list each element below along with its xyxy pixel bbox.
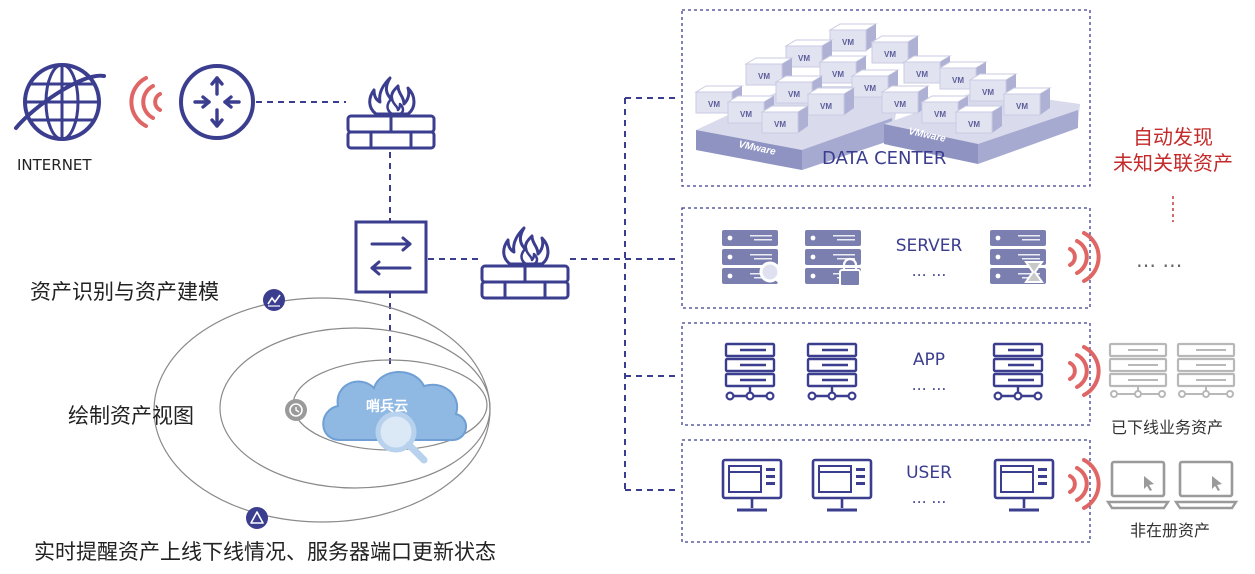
signal-icon	[1068, 458, 1101, 510]
asset-modeling-label: 资产识别与资产建模	[30, 280, 219, 304]
lock-icon	[839, 257, 861, 287]
datacenter-box	[681, 9, 1091, 187]
warning-icon	[246, 507, 268, 529]
server-icon	[722, 230, 785, 287]
firewall-icon	[346, 76, 436, 150]
router-icon	[179, 64, 255, 140]
hourglass-icon	[1024, 261, 1044, 283]
server-icon	[990, 230, 1046, 284]
app-box	[681, 322, 1091, 426]
auto-discover-line1: 自动发现	[1133, 125, 1213, 149]
app-dots: … …	[911, 376, 947, 394]
app-stack-icon	[1108, 342, 1168, 399]
app-stack-icon	[724, 342, 776, 401]
desktop-icon	[721, 458, 783, 512]
server-box	[681, 207, 1091, 309]
auto-discover-note: 自动发现 未知关联资产	[1108, 124, 1238, 176]
magnifier-icon	[375, 411, 428, 464]
desktop-icon	[811, 458, 873, 512]
server-title: SERVER	[895, 236, 963, 256]
app-stack-icon	[1176, 342, 1236, 399]
datacenter-illustration: VMware VMware	[695, 23, 1080, 170]
app-stack-icon	[992, 342, 1044, 401]
server-dots: … …	[911, 262, 947, 280]
app-title: APP	[912, 350, 946, 370]
signal-icon	[1068, 231, 1101, 283]
internet-label: INTERNET	[17, 156, 92, 174]
datacenter-title: DATA CENTER	[822, 148, 947, 169]
magnifier-icon	[759, 261, 785, 287]
signal-icon	[1068, 345, 1101, 397]
offline-assets-label: 已下线业务资产	[1111, 418, 1224, 437]
user-box	[681, 439, 1091, 543]
history-icon	[285, 399, 307, 421]
realtime-alert-label: 实时提醒资产上线下线情况、服务器端口更新状态	[34, 540, 496, 564]
cloud-label: 哨兵云	[366, 399, 408, 415]
signal-icon	[129, 76, 162, 128]
desktop-icon	[993, 458, 1055, 512]
chart-icon	[263, 289, 285, 311]
user-dots: … …	[911, 489, 947, 507]
globe-icon	[14, 63, 106, 141]
switch-icon	[354, 220, 428, 294]
auto-discover-line2: 未知关联资产	[1113, 151, 1233, 175]
user-title: USER	[906, 463, 952, 483]
app-stack-icon	[806, 342, 858, 401]
asset-view-label: 绘制资产视图	[68, 404, 194, 428]
unregistered-assets-label: 非在册资产	[1130, 521, 1211, 540]
laptop-icon	[1106, 460, 1170, 510]
server-icon	[805, 230, 861, 287]
laptop-icon	[1174, 460, 1238, 510]
connection-lines	[256, 97, 680, 491]
firewall-icon	[480, 226, 570, 300]
cloud-icon	[322, 371, 467, 442]
more-assets-dots: … …	[1136, 248, 1183, 272]
